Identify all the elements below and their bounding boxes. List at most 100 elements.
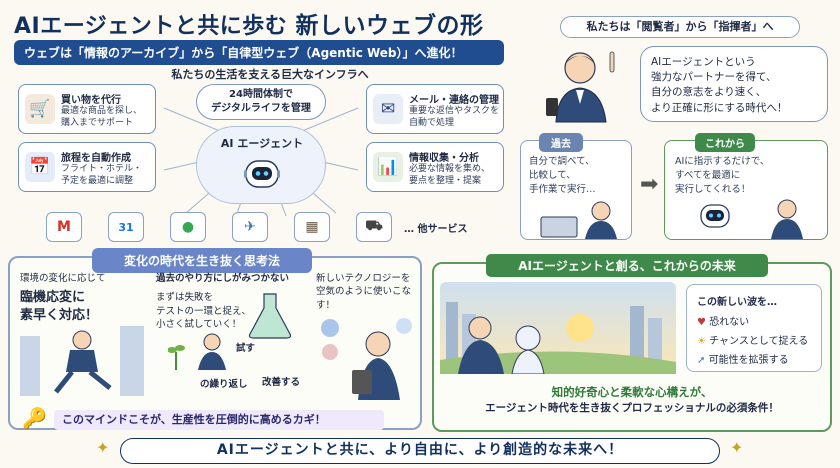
wave-title: この新しい波を… (697, 297, 777, 308)
infra-item-title: メール・連絡の管理 (409, 95, 499, 106)
col1-big-line: 素早く対応！ (20, 307, 99, 323)
calendar-service-icon[interactable]: 31 (108, 212, 144, 242)
airplane-icon[interactable]: ✈ (232, 212, 268, 242)
key-icon: 🔑 (22, 406, 47, 430)
wave-item: ♥ 恐れない (697, 313, 808, 332)
title-emphasis: 新しいウェブの形 (295, 13, 484, 39)
past-text: 自分で調べて、 比較して、 手作業で実行… (529, 155, 596, 196)
future-city-sunrise-illustration (440, 282, 676, 374)
future-heading: AIエージェントと創る、これからの未来 (486, 254, 768, 277)
flask-icon (248, 293, 292, 339)
center-speech-bubble: 24時間体制で デジタルライフを管理 (196, 84, 326, 120)
closing-line: エージェント時代を生き抜くプロフェッショナルの必須条件！ (485, 402, 779, 415)
infra-item-desc: フライト・ホテル・ 予定を最適に調整 (61, 163, 142, 187)
col2-lead: 過去のやり方にしがみつかない (156, 273, 290, 284)
upward-arrow-icon: ➚ (697, 355, 706, 366)
past-card: 過去 自分で調べて、 比較して、 手作業で実行… (520, 133, 632, 240)
chart-icon: 📊 (373, 152, 403, 182)
desc-line: 要点を整理・提案 (409, 176, 482, 187)
subtitle-banner: ウェブは「情報のアーカイブ」から「自律型ウェブ（Agentic Web）」へ進化… (14, 40, 504, 65)
footer-banner: AIエージェントと共に、より自由に、より創造的な未来へ！ (120, 438, 720, 464)
cycle-improve: 改善する (262, 377, 301, 388)
calendar-icon: 📅 (25, 152, 55, 182)
past-line: 手作業で実行… (529, 183, 596, 195)
desc-line: 購入までサポート (61, 118, 134, 129)
past-line: 自分で調べて、 (529, 156, 595, 167)
future-card: これから AIに指示するだけで、 すべてを最適に 実行してくれる！ (664, 133, 828, 240)
infra-heading: 私たちの生活を支える巨大なインフラへ (171, 68, 369, 81)
key-message: このマインドこそが、生産性を圧倒的に高めるカギ！ (54, 410, 384, 430)
col1-big: 臨機応変に 素早く対応！ (20, 289, 146, 324)
cart-service-icon[interactable]: ⛟ (356, 212, 392, 242)
more-services-label: … 他サービス (404, 224, 468, 235)
bubble-line: デジタルライフを管理 (211, 102, 311, 114)
desc-line: 最適な商品を探し、 (61, 106, 143, 116)
infra-card-travel: 📅 旅程を自動作成 フライト・ホテル・ 予定を最適に調整 (18, 142, 156, 192)
heart-icon: ♥ (697, 317, 706, 328)
businessman-pointing-illustration (546, 51, 615, 123)
title-main: AIエージェントと共に歩む (14, 14, 288, 39)
cycle-try: 試す (236, 343, 256, 354)
mindset-col-tech: 新しいテクノロジーを 空気のように使いこなす！ (316, 272, 420, 312)
col3-line: 空気のように使いこなす！ (316, 286, 412, 311)
future-text: AIに指示するだけで、 すべてを最適に 実行してくれる！ (675, 155, 769, 196)
mail-icon: ✉ (373, 94, 403, 124)
mindset-col-test: 過去のやり方にしがみつかない まずは失敗を テストの一環と捉え、 小さく試してい… (156, 272, 306, 331)
past-label: 過去 (539, 133, 583, 152)
shopping-cart-icon: 🛒 (25, 94, 55, 124)
infra-item-desc: 必要な情報を集め、 要点を整理・提案 (409, 163, 490, 187)
speech-line: AIエージェントという (651, 56, 756, 68)
ai-agent-cloud: AI エージェント (196, 126, 326, 204)
maps-pin-icon[interactable]: ● (170, 212, 206, 242)
infra-item-title: 買い物を代行 (61, 95, 121, 106)
role-speech-bubble: AIエージェントという 強力なパートナーを得て、 自分の意志をより速く、 より正… (640, 46, 828, 122)
speech-line: より正確に形にする時代へ！ (651, 101, 788, 114)
wave-item-text: チャンスとして捉える (709, 336, 809, 347)
transition-arrow-icon: ➡ (640, 172, 659, 197)
subtitle-text: ウェブは「情報のアーカイブ」から「自律型ウェブ（Agentic Web）」へ進化… (24, 46, 463, 60)
col1-big-line: 臨機応変に (20, 290, 86, 306)
col2-line: 小さく試していく！ (156, 318, 242, 330)
infra-item-title: 情報収集・分析 (409, 153, 479, 164)
sparkle-icon: ✦ (96, 438, 110, 457)
speech-line: 自分の意志をより速く、 (651, 86, 767, 99)
closing-line: 知的好奇心と柔軟な心構えが、 (551, 385, 713, 399)
desc-line: 自動で処理 (409, 118, 455, 129)
sparkle-icon: ✦ (730, 438, 744, 457)
cycle-repeat: の繰り返し (200, 379, 248, 390)
desc-line: 重要な返信やタスクを (409, 106, 500, 116)
worker-at-laptop-illustration (540, 201, 617, 239)
col2-line: まずは失敗を (156, 292, 214, 304)
col2-line: テストの一環と捉え、 (156, 305, 252, 317)
mindset-heading: 変化の時代を生き抜く思考法 (92, 248, 312, 273)
tablet-businessman-illustration (321, 318, 412, 400)
infra-card-research: 📊 情報収集・分析 必要な情報を集め、 要点を整理・提案 (366, 142, 504, 192)
ai-agent-label: AI エージェント (220, 137, 304, 150)
past-line: 比較して、 (529, 169, 576, 181)
lightbulb-icon: ☀ (697, 336, 706, 347)
col1-lead: 環境の変化に応じて (20, 273, 106, 284)
robot-and-businessman-illustration (700, 199, 803, 239)
future-line: 実行してくれる！ (675, 183, 751, 195)
future-label: これから (695, 133, 755, 152)
mindset-col-adapt: 環境の変化に応じて 臨機応変に 素早く対応！ (20, 272, 146, 324)
speech-line: 強力なパートナーを得て、 (651, 71, 777, 84)
page-title: AIエージェントと共に歩む 新しいウェブの形 (14, 6, 514, 40)
infra-item-desc: 重要な返信やタスクを 自動で処理 (409, 105, 499, 129)
wave-item: ☀ チャンスとして捉える (697, 332, 808, 351)
desc-line: 予定を最適に調整 (61, 176, 134, 187)
running-businessman-illustration (20, 326, 144, 396)
infra-item-title: 旅程を自動作成 (61, 153, 131, 164)
wave-item-text: 恐れない (709, 317, 750, 328)
role-heading: 私たちは「閲覧者」から「指揮者」へ (560, 16, 800, 38)
desc-line: フライト・ホテル・ (61, 164, 143, 174)
wave-item: ➚ 可能性を拡張する (697, 351, 808, 370)
gmail-icon[interactable]: M (46, 212, 82, 242)
hotel-building-icon[interactable]: ▦ (294, 212, 330, 242)
infra-card-mail: ✉ メール・連絡の管理 重要な返信やタスクを 自動で処理 (366, 84, 504, 134)
bubble-line: 24時間体制で (229, 89, 293, 100)
wave-card: この新しい波を… ♥ 恐れない ☀ チャンスとして捉える ➚ 可能性を拡張する (686, 284, 822, 372)
future-line: すべてを最適に (675, 169, 741, 181)
robot-icon (244, 160, 280, 188)
col3-line: 新しいテクノロジーを (316, 273, 411, 284)
